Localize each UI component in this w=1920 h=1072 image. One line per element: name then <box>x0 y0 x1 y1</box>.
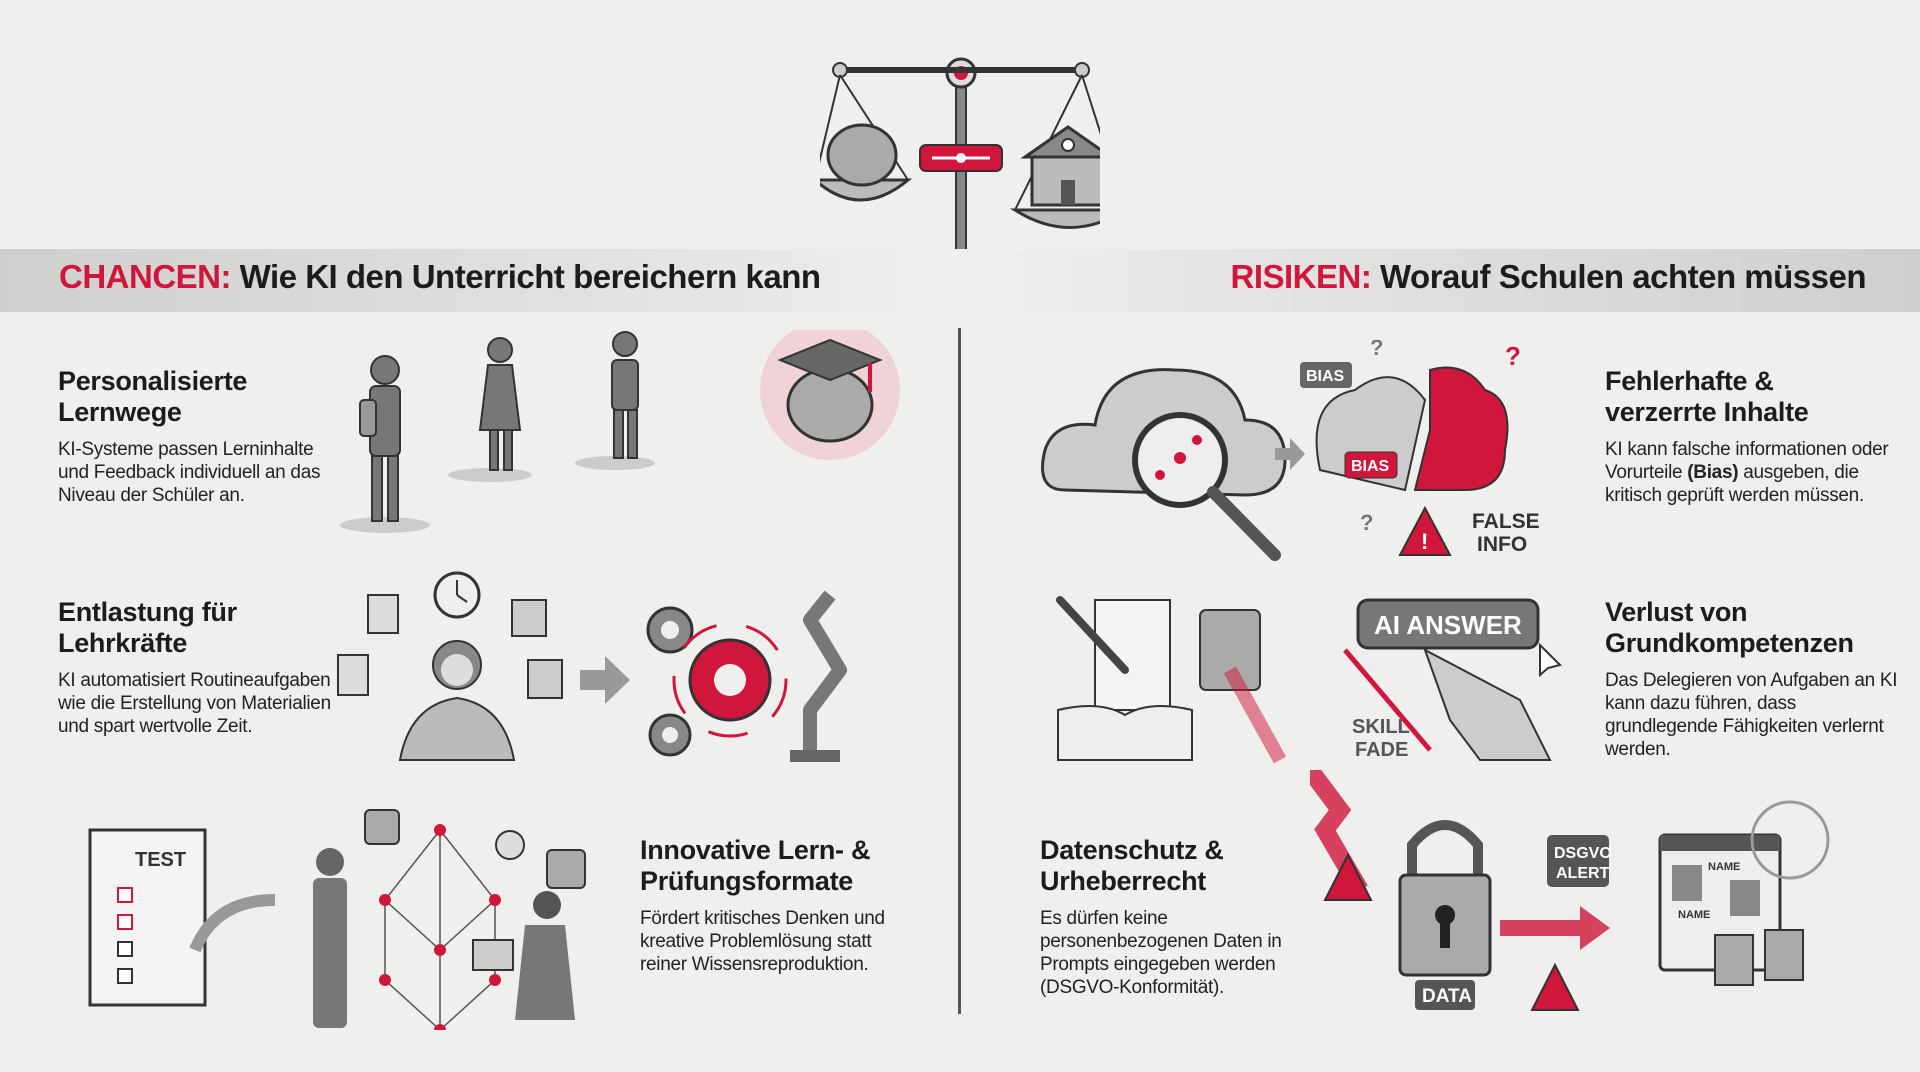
calculator-icon <box>1199 609 1261 691</box>
section-body: Es dürfen keine personenbezogenen Daten … <box>1040 908 1282 998</box>
ai-answer-label: AI ANSWER <box>1374 610 1522 640</box>
document-icon <box>367 594 399 634</box>
fade-label: FADE <box>1355 739 1408 761</box>
cursor-icon <box>1539 642 1562 678</box>
risiko-fehlerhafte-inhalte: Fehlerhafte &verzerrte Inhalte KI kann f… <box>1605 366 1905 507</box>
lightbulb-icon <box>495 830 525 860</box>
false-info-label: FALSE <box>1472 510 1540 533</box>
graduation-cap-icon <box>777 338 883 382</box>
gear-speech-bubble-icon <box>364 809 400 845</box>
brain-icon <box>826 123 898 187</box>
section-title: Innovative Lern- &Prüfungsformate <box>640 835 871 896</box>
risiko-datenschutz: Datenschutz &Urheberrecht Es dürfen kein… <box>1040 835 1320 999</box>
robot-arm-icon <box>803 590 847 755</box>
svg-text:?: ? <box>1360 510 1373 535</box>
risiken-title: Worauf Schulen achten müssen <box>1380 258 1867 295</box>
risiken-label: RISIKEN: <box>1230 258 1372 295</box>
laptop-icon <box>472 939 514 971</box>
bias-illustration: BIAS BIAS ! FALSE INFO ??? <box>1041 340 1540 561</box>
arrow-right-icon <box>1275 438 1305 470</box>
warning-icon <box>1398 505 1452 556</box>
section-banner <box>0 249 1920 312</box>
name-label: NAME <box>1708 861 1740 873</box>
section-title: Datenschutz &Urheberrecht <box>1040 835 1224 896</box>
chancen-heading: CHANCEN: Wie KI den Unterricht bereicher… <box>59 258 821 296</box>
skill-fade-illustration: SKILL FADE AI ANSWER <box>1056 596 1562 764</box>
risiken-heading: RISIKEN: Worauf Schulen achten müssen <box>1230 258 1866 296</box>
svg-text:?: ? <box>1505 341 1521 371</box>
warning-icon <box>1323 852 1373 901</box>
data-label: DATA <box>1422 986 1472 1007</box>
warning-icon <box>1530 962 1580 1011</box>
bias-label: BIAS <box>1351 458 1390 475</box>
globe-icon <box>1750 800 1830 880</box>
chancen-title: Wie KI den Unterricht bereichern kann <box>239 258 821 295</box>
section-body: KI automatisiert Routineaufgaben wie die… <box>58 670 331 737</box>
svg-text:!: ! <box>1421 529 1428 554</box>
pen-icon <box>1056 596 1129 674</box>
chancen-label: CHANCEN: <box>59 258 232 295</box>
balance-scale-illustration <box>820 57 1100 292</box>
name-label: NAME <box>1678 909 1710 921</box>
dsgvo-label: DSGVO <box>1554 845 1612 862</box>
section-body: Fördert kritisches Denken und kreative P… <box>640 908 885 975</box>
svg-text:?: ? <box>1370 340 1383 360</box>
pointing-hand-icon <box>1423 647 1552 761</box>
section-body: KI kann falsche informationen oder Vorur… <box>1605 439 1889 506</box>
skill-label: SKILL <box>1352 716 1410 738</box>
test-label: TEST <box>135 849 186 871</box>
innovative-formats-illustration: TEST <box>88 809 586 1030</box>
center-divider <box>958 328 961 1014</box>
false-info-label: INFO <box>1477 533 1527 556</box>
padlock-shackle <box>1407 820 1483 880</box>
students-walking-illustration <box>340 330 900 533</box>
school-icon <box>1020 125 1100 207</box>
teacher-automation-illustration <box>337 571 847 762</box>
arrow-right-icon <box>580 656 630 704</box>
test-sheet-icon <box>88 828 207 1007</box>
section-title: Fehlerhafte &verzerrte Inhalte <box>1605 366 1809 427</box>
calendar-icon <box>511 599 547 637</box>
alert-label: ALERT <box>1556 865 1610 882</box>
section-body: Das Delegieren von Aufgaben an KI kann d… <box>1605 670 1898 760</box>
data-privacy-illustration: DATA DSGVO ALERT NAME NAME <box>1310 770 1830 1011</box>
book-icon <box>1057 705 1193 761</box>
section-body: KI-Systeme passen Lerninhalte und Feedba… <box>58 439 321 506</box>
bias-label: BIAS <box>1306 368 1345 385</box>
chance-innovative-formate: Innovative Lern- &Prüfungsformate Förder… <box>640 835 920 976</box>
ai-answer-button <box>1356 598 1540 650</box>
tools-speech-bubble-icon <box>546 849 586 889</box>
